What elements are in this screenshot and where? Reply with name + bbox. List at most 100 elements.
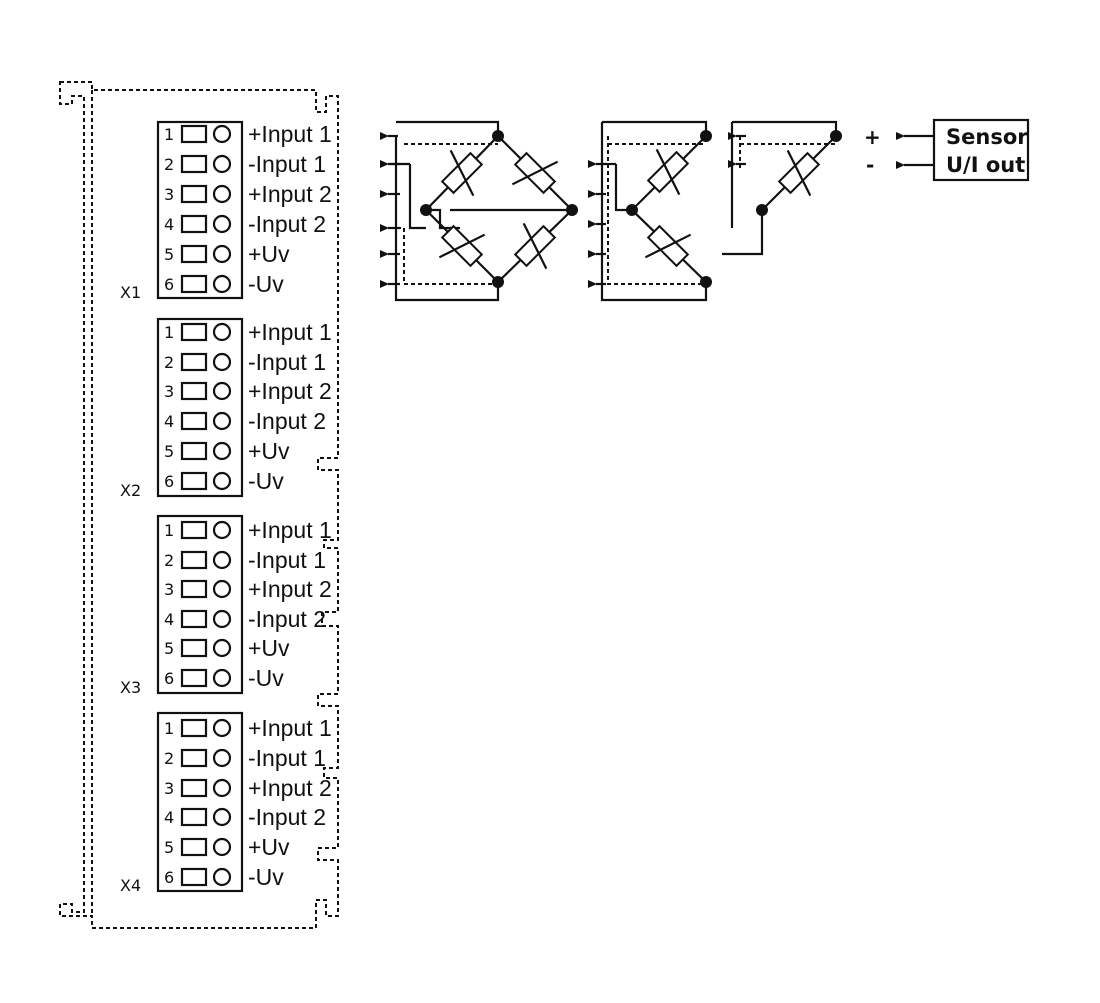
pin-number: 2: [164, 551, 174, 570]
pin-number: 4: [164, 412, 174, 431]
screw-terminal[interactable]: [180, 381, 208, 401]
screw-terminal[interactable]: [180, 274, 208, 294]
terminal-block-frame: [156, 317, 244, 498]
pin-row: 2 -Input 1: [164, 349, 326, 375]
wire-clamp[interactable]: [212, 352, 232, 372]
sensor-output-box: + - Sensor U/I out: [864, 118, 1030, 182]
screw-terminal[interactable]: [180, 748, 208, 768]
wire-clamp[interactable]: [212, 471, 232, 491]
wire-clamp[interactable]: [212, 579, 232, 599]
pin-row: 1 +Input 1: [164, 121, 332, 147]
wire-clamp[interactable]: [212, 124, 232, 144]
wire-clamp[interactable]: [212, 837, 232, 857]
pin-row: 2 -Input 1: [164, 547, 326, 573]
pin-label: +Uv: [248, 438, 290, 464]
wire-clamp[interactable]: [212, 184, 232, 204]
pin-number: 5: [164, 245, 174, 264]
wire-clamp[interactable]: [212, 609, 232, 629]
pin-row: 2 -Input 1: [164, 151, 326, 177]
screw-terminal[interactable]: [180, 322, 208, 342]
screw-terminal[interactable]: [180, 244, 208, 264]
wire-clamp[interactable]: [212, 322, 232, 342]
screw-terminal[interactable]: [180, 609, 208, 629]
screw-terminal[interactable]: [180, 807, 208, 827]
wire-clamp[interactable]: [212, 441, 232, 461]
pin-label: -Input 1: [248, 745, 326, 771]
pin-label: -Input 2: [248, 606, 326, 632]
wire-clamp[interactable]: [212, 638, 232, 658]
pin-number: 2: [164, 155, 174, 174]
pin-label: -Input 1: [248, 151, 326, 177]
screw-terminal[interactable]: [180, 579, 208, 599]
pin-label: +Uv: [248, 241, 290, 267]
pin-label: +Input 1: [248, 121, 332, 147]
terminal-block-x3: X3 1 +Input 1 2 -Input 1 3 +Input 2 4 -I…: [120, 514, 332, 697]
pin-label: +Input 2: [248, 576, 332, 602]
pin-label: -Input 1: [248, 547, 326, 573]
wire-clamp[interactable]: [212, 381, 232, 401]
wire-clamp[interactable]: [212, 411, 232, 431]
screw-terminal[interactable]: [180, 411, 208, 431]
wire-clamp[interactable]: [212, 867, 232, 887]
screw-terminal[interactable]: [180, 124, 208, 144]
pin-row: 4 -Input 2: [164, 606, 326, 632]
pin-label: +Input 2: [248, 378, 332, 404]
block-label-x4: X4: [120, 876, 141, 895]
pin-number: 1: [164, 323, 174, 342]
half-bridge-circuit: [588, 120, 712, 302]
strain-gauge-resistor: [440, 149, 484, 197]
terminal-block-frame: [156, 120, 244, 300]
block-label-x2: X2: [120, 481, 141, 500]
wire-clamp[interactable]: [212, 154, 232, 174]
wire-clamp[interactable]: [212, 778, 232, 798]
pin-row: 6 -Uv: [164, 864, 284, 890]
screw-terminal[interactable]: [180, 638, 208, 658]
wire-clamp[interactable]: [212, 520, 232, 540]
pin-row: 4 -Input 2: [164, 804, 326, 830]
strain-gauge-resistor: [644, 224, 692, 268]
pin-label: -Uv: [248, 864, 284, 890]
pin-row: 6 -Uv: [164, 665, 284, 691]
strain-gauge-resistor: [511, 151, 559, 195]
wire-clamp[interactable]: [212, 244, 232, 264]
full-bridge-circuit: [380, 120, 578, 302]
screw-terminal[interactable]: [180, 867, 208, 887]
wire-clamp[interactable]: [212, 274, 232, 294]
pin-label: +Input 2: [248, 181, 332, 207]
screw-terminal[interactable]: [180, 718, 208, 738]
pin-row: 6 -Uv: [164, 468, 284, 494]
pin-row: 5 +Uv: [164, 834, 290, 860]
pin-row: 6 -Uv: [164, 271, 284, 297]
pin-number: 5: [164, 639, 174, 658]
pin-row: 3 +Input 2: [164, 378, 332, 404]
screw-terminal[interactable]: [180, 441, 208, 461]
screw-terminal[interactable]: [180, 837, 208, 857]
pin-row: 3 +Input 2: [164, 576, 332, 602]
pin-row: 5 +Uv: [164, 635, 290, 661]
pin-number: 5: [164, 442, 174, 461]
wire-clamp[interactable]: [212, 214, 232, 234]
screw-terminal[interactable]: [180, 214, 208, 234]
screw-terminal[interactable]: [180, 154, 208, 174]
screw-terminal[interactable]: [180, 184, 208, 204]
strain-gauge-resistor: [513, 222, 557, 270]
pin-row: 3 +Input 2: [164, 181, 332, 207]
screw-terminal[interactable]: [180, 550, 208, 570]
screw-terminal[interactable]: [180, 668, 208, 688]
pin-row: 1 +Input 1: [164, 319, 332, 345]
screw-terminal[interactable]: [180, 778, 208, 798]
sensor-output-label: U/I out: [946, 153, 1025, 177]
wire-clamp[interactable]: [212, 718, 232, 738]
pin-label: -Uv: [248, 468, 284, 494]
screw-terminal[interactable]: [180, 471, 208, 491]
pin-number: 6: [164, 275, 174, 294]
wire-clamp[interactable]: [212, 748, 232, 768]
pin-number: 4: [164, 610, 174, 629]
wire-clamp[interactable]: [212, 550, 232, 570]
pin-row: 4 -Input 2: [164, 408, 326, 434]
screw-terminal[interactable]: [180, 352, 208, 372]
pin-number: 6: [164, 868, 174, 887]
wire-clamp[interactable]: [212, 807, 232, 827]
screw-terminal[interactable]: [180, 520, 208, 540]
wire-clamp[interactable]: [212, 668, 232, 688]
